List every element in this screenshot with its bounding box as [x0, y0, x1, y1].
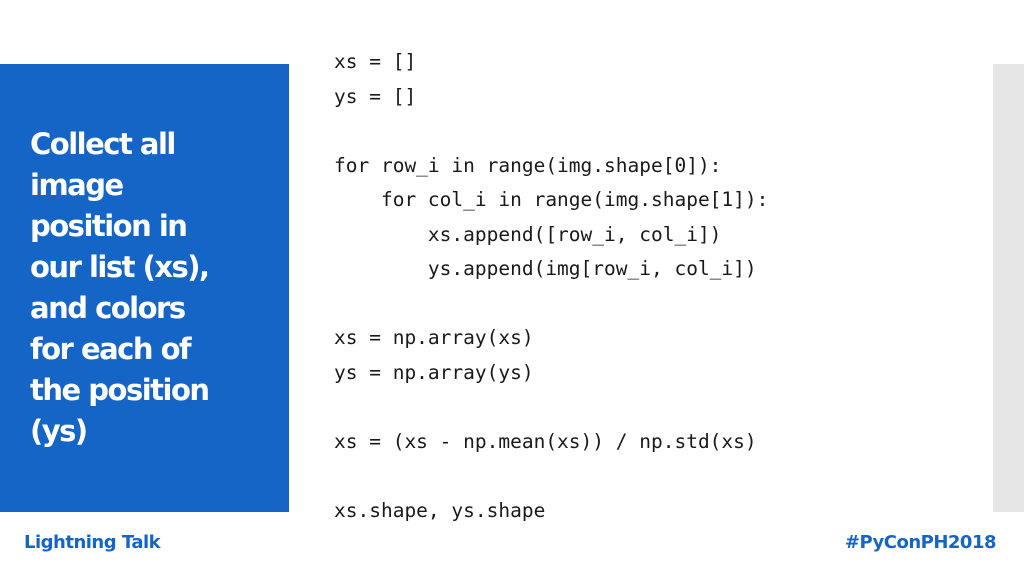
heading-panel: Collect all image position in our list (…	[0, 64, 289, 512]
code-block: xs = [] ys = [] for row_i in range(img.s…	[334, 50, 769, 522]
slide-heading: Collect all image position in our list (…	[30, 127, 210, 448]
right-side-bar	[993, 64, 1024, 512]
footer-event-label: Lightning Talk	[24, 532, 161, 553]
footer-hashtag: #PyConPH2018	[844, 532, 997, 553]
